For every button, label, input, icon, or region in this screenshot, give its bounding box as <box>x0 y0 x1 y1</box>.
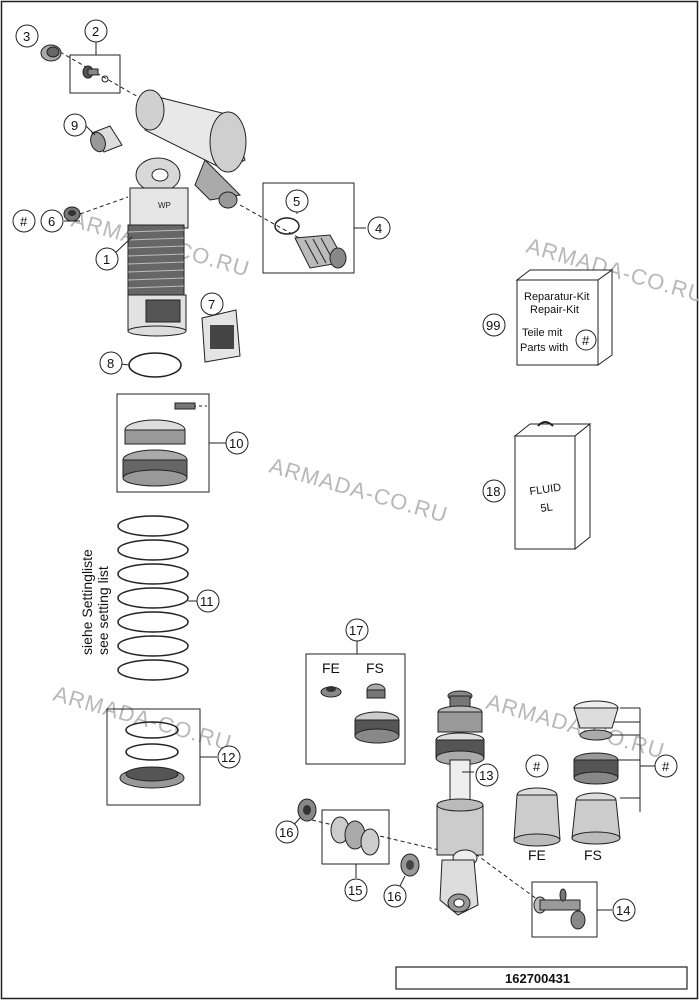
callout-18: 18 <box>482 479 506 503</box>
callout-1: 1 <box>95 247 119 271</box>
callout-hash-a: # <box>12 209 36 233</box>
svg-text:6: 6 <box>48 214 55 229</box>
part-14-bolt-assembly <box>531 881 598 938</box>
svg-text:1: 1 <box>103 252 110 267</box>
spring-setting-note: siehe Settingliste see setting list <box>79 549 111 655</box>
svg-text:12: 12 <box>221 750 235 765</box>
part-8-retaining-ring <box>128 352 182 378</box>
svg-text:Repair-Kit: Repair-Kit <box>530 304 579 316</box>
part-16-seal-left <box>297 798 317 822</box>
svg-text:see setting list: see setting list <box>95 566 111 655</box>
part-16-seal-right <box>400 853 420 877</box>
svg-text:WP: WP <box>158 201 171 210</box>
svg-text:2: 2 <box>92 24 99 39</box>
callout-14: 14 <box>612 898 636 922</box>
part-11-spring <box>117 515 189 681</box>
part-99-repair-kit: Reparatur-Kit Repair-Kit Teile mit Parts… <box>515 269 614 366</box>
svg-text:siehe Settingliste: siehe Settingliste <box>79 549 95 655</box>
variant-fs-label: FS <box>584 847 602 863</box>
callout-13: 13 <box>475 763 499 787</box>
svg-text:14: 14 <box>616 903 630 918</box>
part-7-decal <box>201 309 241 363</box>
drawing-number: 162700431 <box>505 971 570 986</box>
svg-text:#: # <box>662 759 670 774</box>
svg-text:18: 18 <box>486 484 500 499</box>
part-3-cap <box>40 44 62 62</box>
callout-8: 8 <box>99 351 123 375</box>
part-12-spring-seat <box>106 708 201 806</box>
callout-99: 99 <box>482 313 506 337</box>
svg-text:Teile mit: Teile mit <box>522 327 562 339</box>
part-1-shock-absorber: WP <box>127 89 247 337</box>
callout-17: 17 <box>345 618 369 642</box>
callout-11: 11 <box>196 589 220 613</box>
svg-text:4: 4 <box>375 221 382 236</box>
svg-text:7: 7 <box>208 297 215 312</box>
callout-15: 15 <box>344 878 368 902</box>
svg-text:10: 10 <box>229 436 243 451</box>
callout-6: 6 <box>40 209 64 233</box>
drawing-number-box: 162700431 <box>395 966 688 990</box>
svg-text:5L: 5L <box>540 501 554 515</box>
svg-text:Reparatur-Kit: Reparatur-Kit <box>524 291 589 303</box>
part-4-adjuster-box <box>262 182 355 274</box>
callout-16b: 16 <box>383 884 407 908</box>
callout-7: 7 <box>200 292 224 316</box>
part-15-bearing-set <box>321 809 390 865</box>
part-13-damper-unit <box>435 690 485 916</box>
callout-9: 9 <box>63 113 87 137</box>
svg-text:FLUID: FLUID <box>529 482 562 498</box>
callout-2: 2 <box>84 19 108 43</box>
svg-text:99: 99 <box>486 318 500 333</box>
part-2-bleed-screw <box>69 54 121 94</box>
svg-text:11: 11 <box>200 594 214 609</box>
svg-text:5: 5 <box>293 194 300 209</box>
callout-10: 10 <box>225 431 249 455</box>
variant-fe-label: FE <box>322 660 340 676</box>
svg-text:9: 9 <box>71 118 78 133</box>
callout-3: 3 <box>15 24 39 48</box>
variant-fe-label: FE <box>528 847 546 863</box>
svg-text:13: 13 <box>479 768 493 783</box>
svg-text:15: 15 <box>348 883 362 898</box>
part-17-variants-box: FE FS <box>305 653 406 765</box>
variant-fs-label: FS <box>366 660 384 676</box>
bottom-variants: FE FS <box>513 700 655 863</box>
svg-text:17: 17 <box>349 623 363 638</box>
part-10-spring-retainer <box>116 393 210 493</box>
svg-text:#: # <box>582 333 590 348</box>
callout-4: 4 <box>367 216 391 240</box>
callout-16a: 16 <box>275 820 299 844</box>
callout-hash-c: # <box>654 754 678 778</box>
part-9-bushing <box>90 125 123 153</box>
part-18-fluid-can: FLUID 5L <box>513 421 592 551</box>
part-6-nut <box>63 206 81 222</box>
callout-5: 5 <box>285 189 309 213</box>
callout-12: 12 <box>217 745 241 769</box>
svg-text:Parts with: Parts with <box>520 342 568 354</box>
svg-text:#: # <box>20 214 28 229</box>
svg-text:8: 8 <box>107 356 114 371</box>
svg-text:16: 16 <box>279 825 293 840</box>
callout-hash-b: # <box>525 754 549 778</box>
svg-text:#: # <box>533 759 541 774</box>
svg-text:16: 16 <box>387 889 401 904</box>
watermark: ARMADA-CO.RU <box>267 453 451 528</box>
callout-markers: 1 2 3 4 5 6 # 7 8 9 10 11 12 13 14 15 16… <box>12 19 678 922</box>
svg-text:3: 3 <box>23 29 30 44</box>
